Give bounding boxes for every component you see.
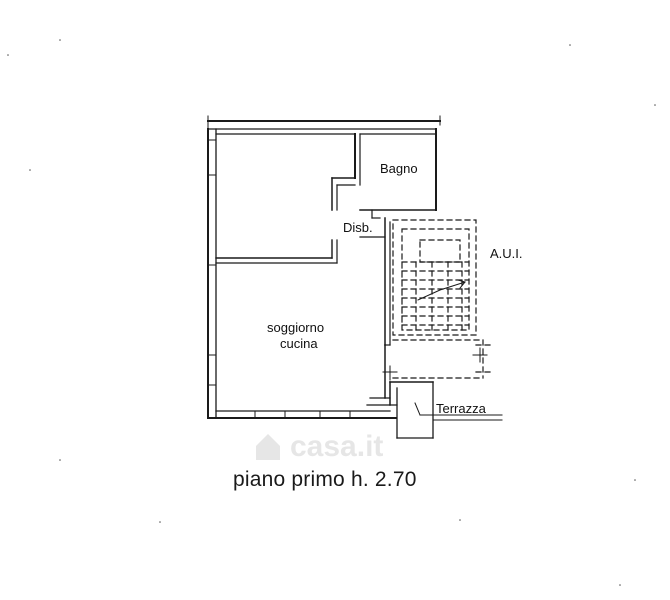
bedroom-walls xyxy=(215,133,356,264)
stair-landing xyxy=(392,339,491,379)
bottom-wall xyxy=(207,410,397,419)
room-label-cucina: cucina xyxy=(280,336,318,351)
room-label-disb: Disb. xyxy=(343,220,373,235)
scan-noise xyxy=(7,39,656,586)
watermark-logo: casa.it xyxy=(250,424,450,464)
room-label-terrazza: Terrazza xyxy=(436,401,487,416)
terrace-leader-line xyxy=(414,402,503,421)
bathroom-walls xyxy=(359,128,437,219)
hallway-walls xyxy=(359,217,391,399)
terrace-walls xyxy=(366,381,434,439)
left-wall xyxy=(207,128,217,419)
watermark-text: casa.it xyxy=(290,430,383,463)
top-wall xyxy=(207,115,441,131)
floor-caption: piano primo h. 2.70 xyxy=(233,468,417,491)
stair-arrow-icon xyxy=(417,279,466,301)
room-label-bagno: Bagno xyxy=(380,161,418,176)
staircase xyxy=(392,219,477,336)
landing-markers xyxy=(382,347,488,381)
room-label-soggiorno: soggiorno xyxy=(267,320,324,335)
room-label-aui: A.U.I. xyxy=(490,246,523,261)
